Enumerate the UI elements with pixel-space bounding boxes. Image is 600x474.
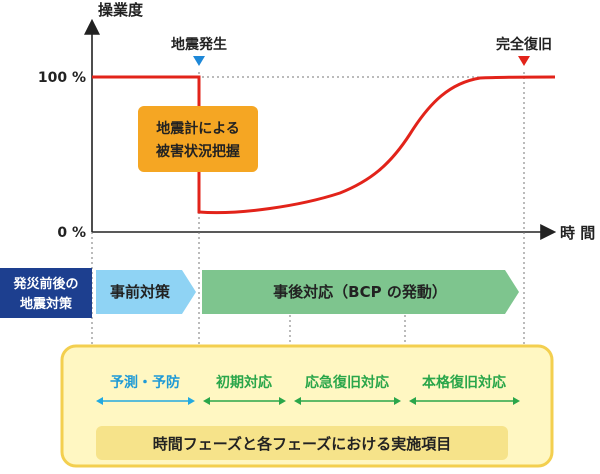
operation-level-curve — [92, 75, 556, 215]
side-label-box — [0, 268, 92, 318]
y-tick-0: 0 % — [57, 225, 86, 241]
span-emergency — [294, 397, 401, 405]
post-quake-phase-label: 事後対応（BCP の発動） — [273, 283, 447, 301]
subphase-emergency-label: 応急復旧対応 — [305, 374, 389, 391]
span-full — [409, 397, 520, 405]
side-label-line1: 発災前後の — [12, 276, 78, 292]
quake-marker-icon — [193, 56, 205, 66]
side-label-line2: 地震対策 — [20, 296, 73, 312]
subphase-predict-label: 予測・予防 — [110, 374, 180, 391]
callout-line2: 被害状況把握 — [156, 143, 240, 160]
pre-quake-phase-arrow — [96, 270, 196, 314]
span-initial — [203, 397, 286, 405]
recovery-event-label: 完全復旧 — [496, 36, 552, 53]
recovery-marker-icon — [518, 56, 530, 66]
caption-text: 時間フェーズと各フェーズにおける実施項目 — [153, 435, 452, 453]
post-quake-phase-arrow — [202, 270, 519, 314]
subphase-initial-label: 初期対応 — [216, 374, 272, 391]
callout-box — [138, 106, 258, 172]
span-predict — [96, 397, 195, 405]
y-axis-label: 操業度 — [98, 1, 144, 19]
pre-quake-phase-label: 事前対策 — [110, 283, 171, 301]
callout-line1: 地震計による — [156, 120, 240, 137]
x-axis-label: 時 間 — [560, 224, 595, 242]
y-tick-100: 100 % — [38, 70, 86, 86]
subphase-full-label: 本格復旧対応 — [422, 374, 506, 391]
quake-event-label: 地震発生 — [171, 36, 227, 53]
caption-box — [96, 426, 508, 460]
